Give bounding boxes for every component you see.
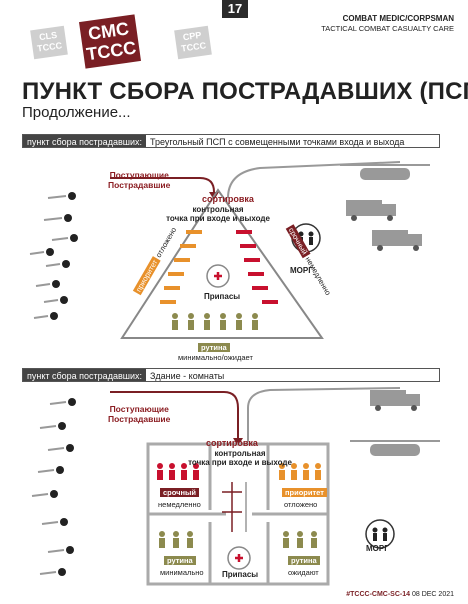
org-title: COMBAT MEDIC/CORPSMAN TACTICAL COMBAT CA…: [321, 14, 454, 34]
s2-incoming-label: Поступающие Пострадавшие: [108, 404, 170, 424]
s2-supplies-label: Припасы: [222, 570, 259, 579]
section2-diagram: [31, 387, 440, 586]
urgent-casualty-icons: [236, 230, 278, 304]
s2-delayed-label: отложено: [284, 500, 318, 509]
page-number: 17: [222, 0, 248, 18]
priority-group-icons: [279, 463, 321, 480]
footer-code: #TCCC-CMC-SC-14: [346, 591, 411, 598]
section1-bar-label: пункт сбора пострадавших:: [23, 135, 146, 147]
casualty-bodies-left: [29, 195, 69, 319]
incoming-arrow: [110, 177, 215, 193]
s2-immediate-label: немедленно: [158, 500, 201, 509]
footer: #TCCC-CMC-SC-14 08 DEC 2021: [346, 591, 454, 598]
s2-routine-left-label: рутина: [164, 556, 196, 565]
s2-morgue-label: МОРГ: [366, 544, 389, 553]
urgent-group-icons: [157, 463, 199, 480]
helicopter-icon-2: [350, 440, 440, 456]
cls-tccc-logo: CLS TCCC: [30, 25, 68, 60]
section2-bar: пункт сбора пострадавших:Здание - комнат…: [22, 368, 440, 382]
s1-checkpoint-label: контрольная точка при входе и выходе: [150, 205, 286, 223]
truck-icon: [346, 200, 396, 221]
s2-waiting-label: ожидают: [288, 568, 319, 577]
incoming-arrow-2: [110, 391, 239, 438]
page-subtitle: Продолжение...: [22, 104, 131, 121]
s1-minimal-label: минимально/ожидает: [178, 353, 253, 362]
s1-incoming-line1: Поступающие: [109, 170, 169, 180]
cmc-tccc-logo: CMC TCCC: [79, 14, 141, 69]
s1-routine-label: рутина: [198, 343, 230, 352]
s2-checkpoint-line2: точка при входе и выходе: [188, 458, 292, 467]
casualty-bodies-left-2: [31, 401, 67, 575]
section2-bar-label: пункт сбора пострадавших:: [23, 369, 146, 381]
internal-flow-arrows: [222, 482, 242, 532]
s2-urgent-label: срочный: [160, 488, 200, 497]
s2-incoming-line2: Пострадавшие: [108, 414, 171, 424]
truck-icon-2: [372, 230, 422, 251]
outgoing-arrow: [227, 161, 401, 199]
section1-bar-value: Треугольный ПСП с совмещенными точками в…: [149, 137, 405, 147]
incoming-arrowhead-2: [233, 438, 243, 446]
s1-incoming-label: Поступающие Пострадавшие: [108, 170, 170, 190]
org-line-2: TACTICAL COMBAT CASUALTY CARE: [321, 24, 454, 33]
cpp-tccc-logo: CPP TCCC: [174, 25, 212, 60]
red-cross-icon-2: [235, 554, 243, 562]
red-cross-icon: [214, 272, 222, 280]
s1-checkpoint-line1: контрольная: [192, 205, 244, 214]
org-line-1: COMBAT MEDIC/CORPSMAN: [342, 14, 454, 23]
routine-casualty-icons: [172, 313, 258, 330]
s2-routine-right-label: рутина: [288, 556, 320, 565]
s2-checkpoint-label: контрольная точка при входе и выходе: [170, 449, 310, 467]
casualty-icons-left: [46, 192, 78, 320]
routine-group-right-icons: [283, 531, 317, 548]
s2-checkpoint-line1: контрольная: [214, 449, 266, 458]
helicopter-icon: [340, 164, 430, 180]
section1-bar: пункт сбора пострадавших:Треугольный ПСП…: [22, 134, 440, 148]
casualty-icons-left-2: [50, 398, 76, 576]
page-title: ПУНКТ СБОРА ПОСТРАДАВШИХ (ПСП): [22, 78, 468, 105]
truck-icon-3: [370, 390, 420, 411]
section1-diagram: [29, 161, 430, 339]
outgoing-arrow-2: [247, 387, 401, 442]
s1-supplies-label: Припасы: [204, 292, 241, 301]
section2-bar-value: Здание - комнаты: [149, 371, 225, 381]
s2-priority-label: приоритет: [282, 488, 327, 497]
s1-checkpoint-line2: точка при входе и выходе: [166, 214, 270, 223]
routine-group-left-icons: [159, 531, 193, 548]
s2-minimal-label: минимально: [160, 568, 204, 577]
s2-incoming-line1: Поступающие: [109, 404, 169, 414]
footer-date: 08 DEC 2021: [411, 591, 454, 598]
s2-triage-label: сортировка: [206, 438, 258, 448]
s1-triage-label: сортировка: [202, 194, 254, 204]
priority-casualty-icons: [160, 230, 202, 304]
s1-morgue-label: МОРГ: [290, 266, 313, 275]
triangle-ccp: [120, 188, 324, 339]
s1-incoming-line2: Пострадавшие: [108, 180, 171, 190]
